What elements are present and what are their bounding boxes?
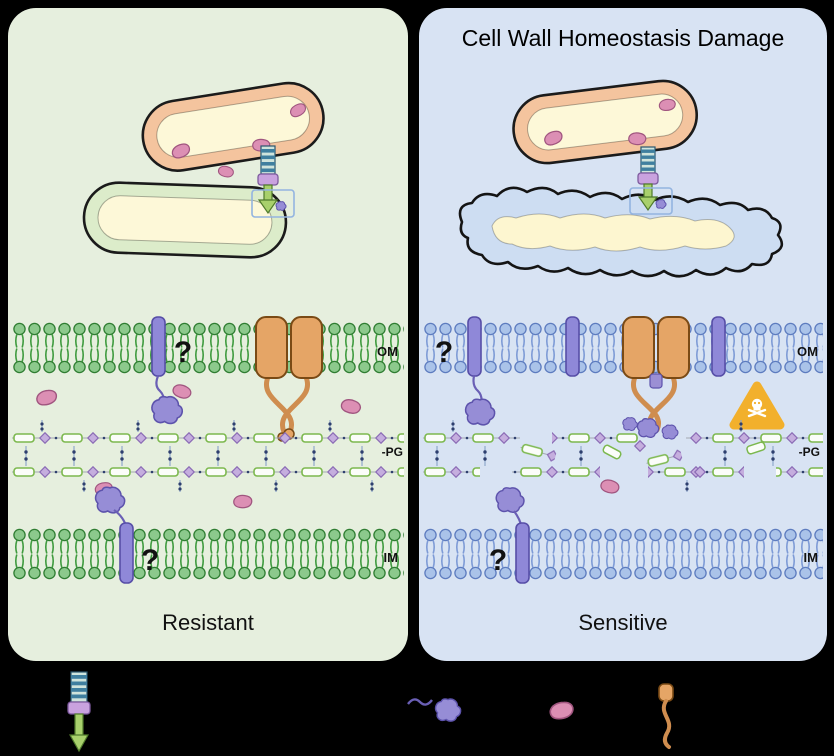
effector-blob <box>233 494 253 509</box>
cytoplasm <box>156 95 310 158</box>
om-sensor-protein <box>711 316 726 377</box>
pg-fragment <box>633 439 647 453</box>
outer-membrane <box>12 322 404 374</box>
pg-label: -PG <box>799 445 820 459</box>
delivered-effector-blob <box>622 417 638 431</box>
pg-label: -PG <box>382 445 403 459</box>
im-question-mark: ? <box>489 544 507 577</box>
om-sensor-protein <box>151 316 166 377</box>
t6ss-apparatus-icon <box>67 671 91 753</box>
inner-membrane <box>423 528 823 580</box>
effector-blob <box>627 131 647 146</box>
effector-tip-blob <box>275 201 287 211</box>
attacker-cell <box>512 79 698 165</box>
attacker-cell <box>141 81 325 172</box>
sensitive-caption: Sensitive <box>578 610 667 635</box>
effector-tip-blob <box>655 199 667 209</box>
resistant-panel: OM ? -PG <box>8 8 408 661</box>
im-sensor-protein <box>515 522 530 584</box>
peptidoglycan-layer <box>12 420 404 492</box>
om-sensor-protein <box>565 316 580 377</box>
im-question-mark: ? <box>141 544 159 577</box>
effector-icon <box>547 699 576 722</box>
om-question-mark: ? <box>174 336 192 369</box>
om-sensor-protein <box>467 316 482 377</box>
pg-fragment <box>693 465 707 479</box>
translocating-effector <box>649 373 663 389</box>
t6ss-needle <box>629 146 673 215</box>
im-label: IM <box>384 550 398 565</box>
im-label: IM <box>804 550 818 565</box>
panel-title: Cell Wall Homeostasis Damage <box>462 25 785 51</box>
delivered-effector-blob <box>661 424 679 440</box>
membrane-complex <box>255 316 323 442</box>
inner-membrane <box>12 528 404 580</box>
om-label: OM <box>797 344 818 359</box>
pg-fragment <box>602 444 622 460</box>
legend <box>67 671 674 753</box>
sensitive-panel: Cell Wall Homeostasis Damage <box>419 8 827 661</box>
periplasmic-protein-blob <box>151 395 184 425</box>
peptidoglycan-layer-damaged <box>423 420 823 492</box>
membrane-complex <box>622 316 690 440</box>
prey-cell-damaged <box>458 186 784 278</box>
cytoplasm <box>97 195 273 245</box>
pg-fragment <box>746 441 766 455</box>
periplasmic-protein-blob <box>94 486 126 514</box>
periplasmic-protein-icon <box>407 698 462 722</box>
im-sensor-protein <box>119 522 134 584</box>
prey-cell-resistant <box>82 181 288 259</box>
selection-box <box>251 189 295 218</box>
resistant-caption: Resistant <box>162 610 254 635</box>
om-question-mark: ? <box>435 336 453 369</box>
selection-box <box>629 187 673 215</box>
delivered-effector-blob <box>636 418 660 438</box>
t6ss-needle <box>251 145 295 218</box>
periplasmic-protein-blob <box>495 487 525 514</box>
om-label: OM <box>377 344 398 359</box>
membrane-complex-fiber-icon <box>658 683 674 749</box>
cytoplasm <box>491 213 735 252</box>
